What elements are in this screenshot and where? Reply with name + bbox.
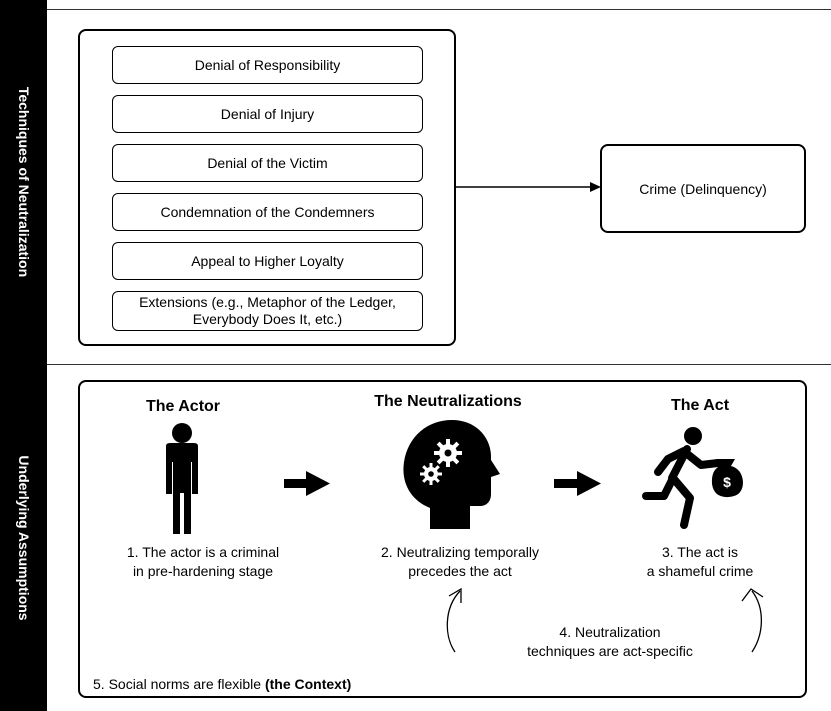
act-caption: 3. The act is a shameful crime (610, 543, 790, 581)
neutralizations-to-act-arrow (554, 471, 601, 496)
actor-caption-line1: 1. The actor is a criminal (126, 544, 280, 560)
context-note: 5. Social norms are flexible (the Contex… (93, 676, 351, 692)
context-note-emphasis: (the Context) (264, 676, 352, 692)
curved-arrow-to-act (741, 588, 764, 653)
neutralizations-caption-line2: precedes the act (408, 563, 512, 579)
neutralizations-heading: The Neutralizations (374, 393, 522, 410)
svg-text:$: $ (723, 474, 731, 490)
actor-heading: The Actor (145, 398, 221, 415)
actor-caption: 1. The actor is a criminal in pre-harden… (78, 543, 328, 581)
act-specific-line2: techniques are act-specific (527, 643, 693, 659)
section-divider (47, 364, 831, 365)
technique-extensions: Extensions (e.g., Metaphor of the Ledger… (112, 291, 423, 331)
crime-outcome-box: Crime (Delinquency) (600, 144, 806, 233)
actor-caption-line2: in pre-hardening stage (132, 563, 274, 579)
person-icon (166, 423, 198, 534)
neutralizations-caption: 2. Neutralizing temporally precedes the … (335, 543, 585, 581)
head-gears-icon (403, 420, 500, 529)
techniques-to-crime-arrow (456, 182, 601, 192)
neutralizations-caption-line1: 2. Neutralizing temporally (381, 544, 539, 560)
techniques-sidebar: Techniques of Neutralization (0, 0, 47, 364)
running-thief-icon: $ (642, 427, 743, 529)
act-heading: The Act (670, 397, 730, 414)
technique-appeal-to-higher-loyalty: Appeal to Higher Loyalty (112, 242, 423, 280)
technique-denial-of-victim: Denial of the Victim (112, 144, 423, 182)
curved-arrow-to-neutralizing (446, 587, 462, 653)
technique-denial-of-injury: Denial of Injury (112, 95, 423, 133)
act-caption-line2: a shameful crime (646, 563, 754, 579)
actor-to-neutralizations-arrow (284, 471, 330, 496)
technique-denial-of-responsibility: Denial of Responsibility (112, 46, 423, 84)
crime-outcome-label: Crime (Delinquency) (639, 180, 767, 197)
act-specific-line1: 4. Neutralization (559, 624, 661, 640)
act-caption-line1: 3. The act is (661, 544, 738, 560)
assumptions-sidebar: Underlying Assumptions (0, 364, 47, 711)
context-note-text: 5. Social norms are flexible (93, 676, 265, 692)
technique-condemnation-of-condemners: Condemnation of the Condemners (112, 193, 423, 231)
act-specific-note: 4. Neutralization techniques are act-spe… (490, 623, 730, 661)
top-divider (47, 9, 831, 10)
